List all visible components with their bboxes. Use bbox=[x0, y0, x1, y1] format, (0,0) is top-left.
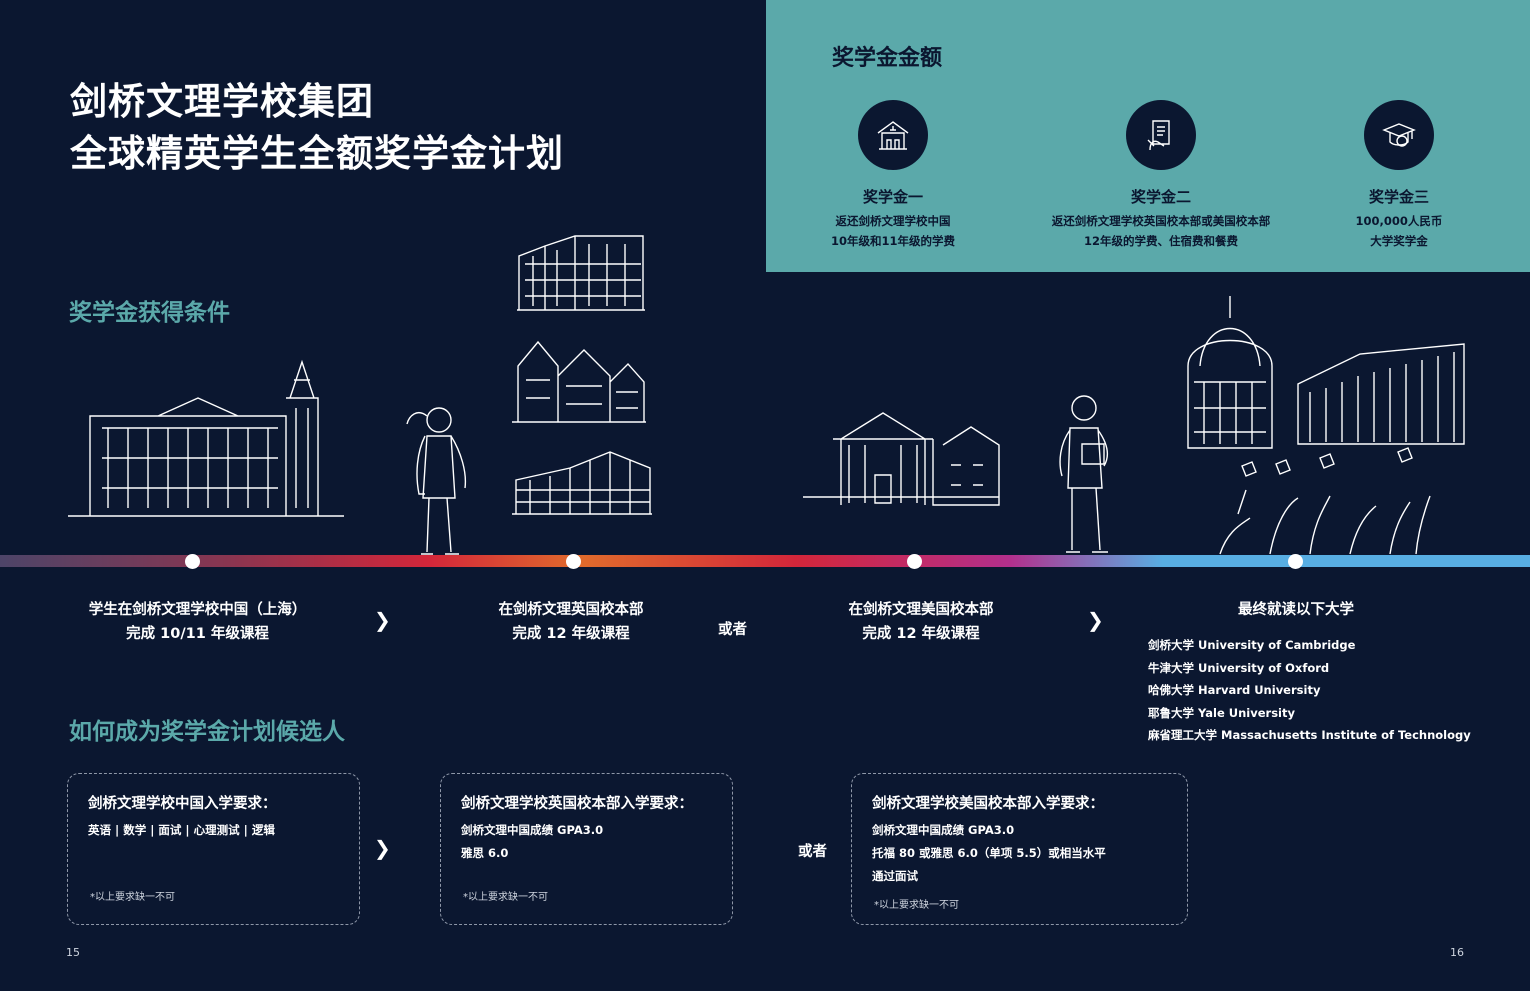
award-three-name: 奖学金三 bbox=[1368, 188, 1429, 206]
us-requirements-title: 剑桥文理学校美国校本部入学要求： bbox=[872, 796, 1104, 812]
timeline-step2-line1: 在剑桥文理英国校本部 bbox=[498, 602, 644, 618]
timeline-dot-step1 bbox=[185, 554, 200, 569]
timeline-step2: 在剑桥文理英国校本部 完成 12 年级课程 bbox=[470, 598, 672, 646]
graduation-cap-coin-icon bbox=[1364, 100, 1434, 170]
award-three-desc1: 100,000人民币 bbox=[1355, 214, 1443, 228]
us-requirements-note: *以上要求缺一不可 bbox=[874, 900, 959, 911]
china-requirement-line: 英语 | 数学 | 面试 | 心理测试 | 逻辑 bbox=[88, 823, 275, 837]
page-number-left: 15 bbox=[66, 946, 80, 959]
requirements-or-label: 或者 bbox=[798, 844, 827, 860]
chevron-right-icon: ❯ bbox=[374, 608, 391, 632]
timeline-step2-line2: 完成 12 年级课程 bbox=[512, 626, 630, 642]
china-requirements-box: 剑桥文理学校中国入学要求： 英语 | 数学 | 面试 | 心理测试 | 逻辑 *… bbox=[67, 773, 360, 925]
page-number-right: 16 bbox=[1450, 946, 1464, 959]
award-one-desc2: 10年级和11年级的学费 bbox=[830, 234, 955, 248]
student-boy-illustration bbox=[1059, 395, 1109, 553]
uk-campus-illustration-2 bbox=[512, 340, 646, 423]
award-two-desc1: 返还剑桥文理学校英国校本部或美国校本部 bbox=[1051, 214, 1271, 228]
list-item: 耶鲁大学 Yale University bbox=[1148, 705, 1295, 720]
award-one-desc1: 返还剑桥文理学校中国 bbox=[835, 214, 951, 228]
us-requirement-line: 通过面试 bbox=[872, 869, 918, 883]
page-title: 剑桥文理学校集团 全球精英学生全额奖学金计划 bbox=[70, 76, 564, 180]
timeline-step1-line1: 学生在剑桥文理学校中国（上海） bbox=[88, 602, 307, 618]
scholarship-amount-heading: 奖学金金额 bbox=[832, 46, 943, 71]
award-two-name: 奖学金二 bbox=[1130, 188, 1191, 206]
us-requirement-line: 托福 80 或雅思 6.0（单项 5.5）或相当水平 bbox=[872, 846, 1106, 860]
timeline-track bbox=[0, 555, 1530, 567]
award-three: 奖学金三 100,000人民币 大学奖学金 bbox=[1269, 100, 1529, 251]
uk-requirement-line: 剑桥文理中国成绩 GPA3.0 bbox=[461, 823, 604, 837]
page-title-line1: 剑桥文理学校集团 bbox=[70, 80, 374, 123]
list-item: 哈佛大学 Harvard University bbox=[1148, 683, 1321, 697]
student-girl-illustration bbox=[406, 407, 467, 555]
china-requirements-note: *以上要求缺一不可 bbox=[90, 892, 175, 903]
chevron-right-icon: ❯ bbox=[374, 836, 391, 860]
uk-requirement-line: 雅思 6.0 bbox=[461, 846, 509, 860]
timeline-step3: 在剑桥文理美国校本部 完成 12 年级课程 bbox=[820, 598, 1022, 646]
list-item: 麻省理工大学 Massachusetts Institute of Techno… bbox=[1148, 728, 1471, 742]
china-requirements-title: 剑桥文理学校中国入学要求： bbox=[88, 796, 277, 812]
uk-campus-illustration-3 bbox=[512, 451, 652, 515]
timeline-dot-step3 bbox=[907, 554, 922, 569]
timeline-or-label: 或者 bbox=[718, 622, 747, 638]
chevron-right-icon: ❯ bbox=[1087, 608, 1104, 632]
list-item: 牛津大学 University of Oxford bbox=[1148, 660, 1330, 675]
candidate-heading: 如何成为奖学金计划候选人 bbox=[69, 719, 345, 745]
list-item: 剑桥大学 University of Cambridge bbox=[1148, 638, 1356, 652]
award-two-desc2: 12年级的学费、住宿费和餐费 bbox=[1083, 234, 1238, 248]
china-campus-illustration bbox=[68, 359, 344, 517]
scholarship-amount-panel: 奖学金金额 奖学金一 返还剑桥文理学校中国 10年级和11年级的学费 奖学金二 … bbox=[766, 0, 1530, 272]
timeline-step4-heading: 最终就读以下大学 bbox=[1238, 602, 1354, 618]
award-two: 奖学金二 返还剑桥文理学校英国校本部或美国校本部 12年级的学费、住宿费和餐费 bbox=[1031, 100, 1291, 251]
award-one-name: 奖学金一 bbox=[862, 188, 923, 206]
uk-requirements-title: 剑桥文理学校英国校本部入学要求： bbox=[461, 796, 693, 812]
university-list: 剑桥大学 University of Cambridge 牛津大学 Univer… bbox=[1148, 634, 1471, 747]
uk-requirements-note: *以上要求缺一不可 bbox=[463, 892, 548, 903]
award-one: 奖学金一 返还剑桥文理学校中国 10年级和11年级的学费 bbox=[763, 100, 1023, 251]
timeline-step3-line1: 在剑桥文理美国校本部 bbox=[848, 602, 994, 618]
us-requirements-box: 剑桥文理学校美国校本部入学要求： 剑桥文理中国成绩 GPA3.0 托福 80 或… bbox=[851, 773, 1188, 925]
document-hand-icon bbox=[1126, 100, 1196, 170]
timeline-dot-step4 bbox=[1288, 554, 1303, 569]
timeline-dot-step2 bbox=[566, 554, 581, 569]
uk-campus-illustration-1 bbox=[517, 235, 645, 311]
page-title-line2: 全球精英学生全额奖学金计划 bbox=[70, 132, 564, 175]
us-campus-illustration bbox=[803, 412, 1000, 506]
award-three-desc2: 大学奖学金 bbox=[1370, 234, 1428, 248]
timeline-step1: 学生在剑桥文理学校中国（上海） 完成 10/11 年级课程 bbox=[70, 598, 325, 646]
school-building-icon bbox=[858, 100, 928, 170]
us-requirement-line: 剑桥文理中国成绩 GPA3.0 bbox=[872, 823, 1015, 837]
uk-requirements-box: 剑桥文理学校英国校本部入学要求： 剑桥文理中国成绩 GPA3.0 雅思 6.0 … bbox=[440, 773, 733, 925]
timeline-step1-line2: 完成 10/11 年级课程 bbox=[126, 626, 269, 642]
conditions-heading: 奖学金获得条件 bbox=[69, 300, 230, 326]
university-graduation-illustration bbox=[1187, 296, 1465, 555]
timeline-step3-line2: 完成 12 年级课程 bbox=[862, 626, 980, 642]
